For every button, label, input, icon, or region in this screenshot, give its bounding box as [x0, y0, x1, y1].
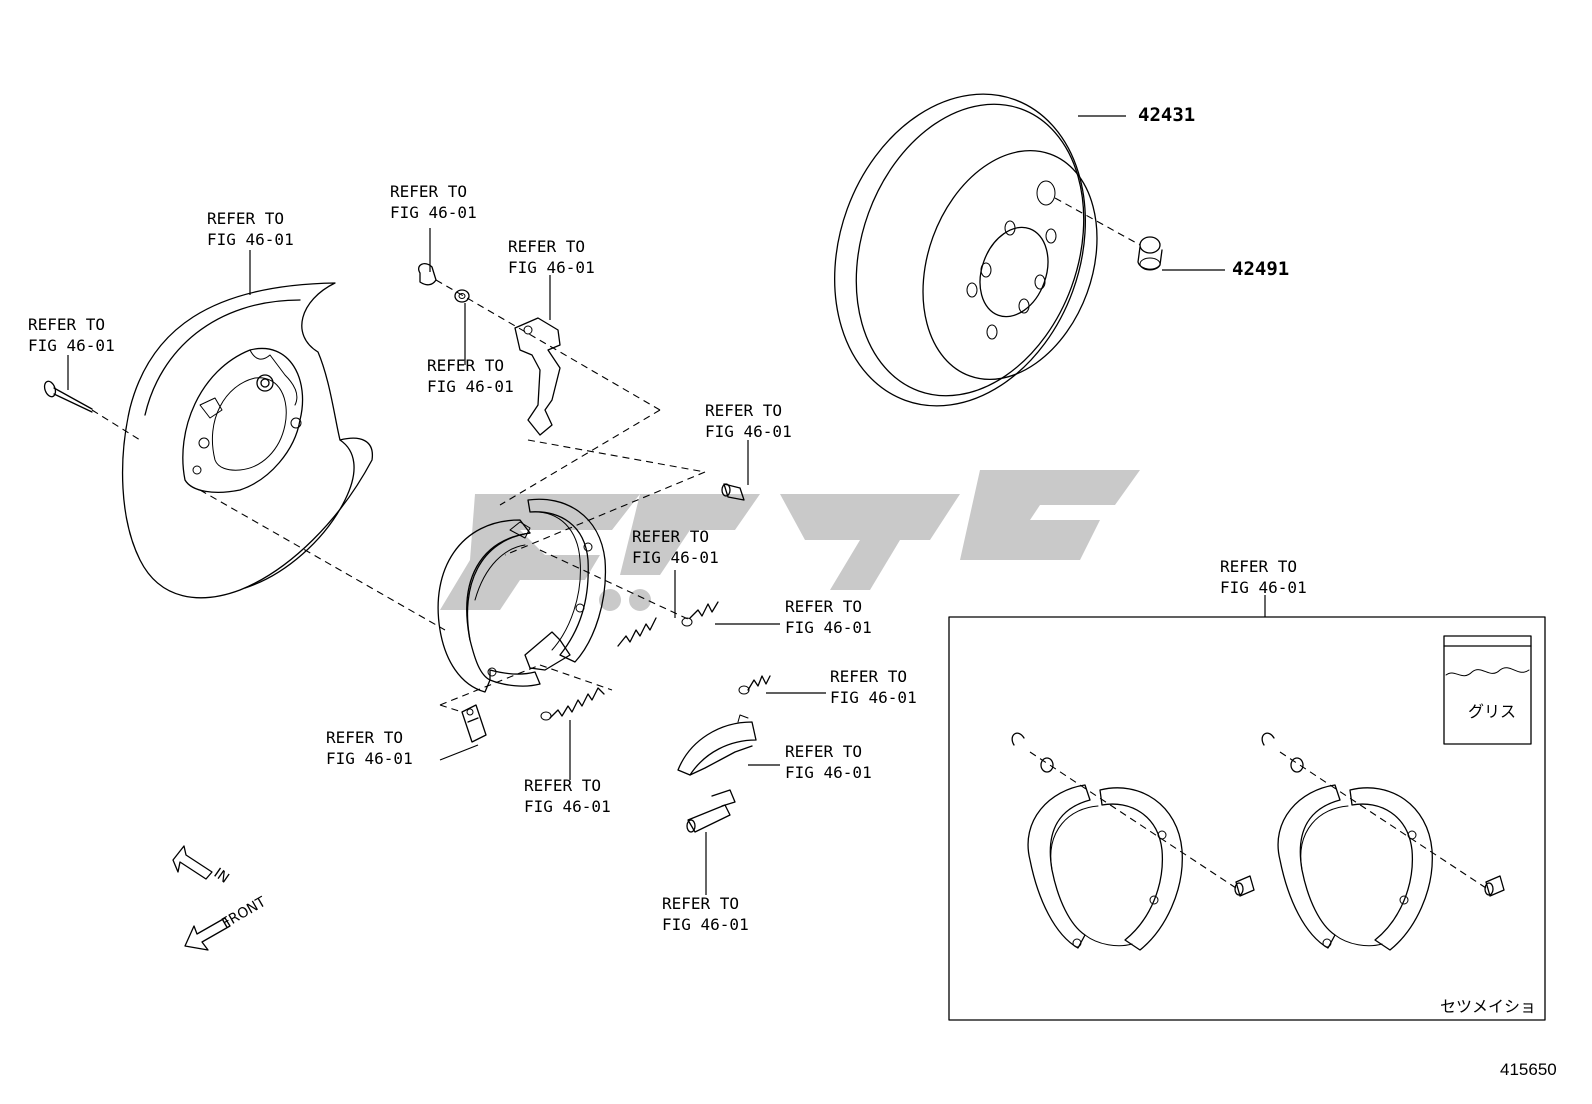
refer-label-washer[interactable]: REFER TO FIG 46-01 [427, 355, 514, 397]
return-spring-lower [540, 687, 605, 721]
refer-line1: REFER TO [785, 742, 863, 761]
parking-lever [418, 263, 561, 436]
refer-line1: REFER TO [390, 182, 468, 201]
refer-line1: REFER TO [524, 776, 602, 795]
return-spring-upper [617, 601, 719, 647]
refer-line2: FIG 46-01 [632, 548, 719, 567]
instruction-note: セツメイショ [1440, 997, 1537, 1016]
refer-line1: REFER TO [830, 667, 908, 686]
grease-label: グリス [1468, 702, 1517, 721]
refer-line2: FIG 46-01 [705, 422, 792, 441]
refer-line2: FIG 46-01 [830, 688, 917, 707]
refer-line2: FIG 46-01 [785, 763, 872, 782]
refer-label-adjuster-spring[interactable]: REFER TO FIG 46-01 [830, 666, 917, 708]
assembly-lines [91, 197, 1141, 713]
part-number-hole-plug[interactable]: 42491 [1232, 258, 1290, 280]
refer-line1: REFER TO [326, 728, 404, 747]
refer-line2: FIG 46-01 [662, 915, 749, 934]
refer-line2: FIG 46-01 [1220, 578, 1307, 597]
refer-line1: REFER TO [1220, 557, 1298, 576]
refer-line2: FIG 46-01 [785, 618, 872, 637]
refer-line2: FIG 46-01 [28, 336, 115, 355]
refer-line2: FIG 46-01 [508, 258, 595, 277]
brake-shoe-set [437, 498, 607, 693]
backing-plate [121, 282, 373, 599]
refer-label-shoe-kit[interactable]: REFER TO FIG 46-01 [1220, 556, 1307, 598]
shoe-kit-box [948, 616, 1546, 1021]
front-arrow [184, 917, 231, 951]
shoe-hold-clip [461, 704, 487, 743]
adjuster-spring [738, 675, 771, 695]
hold-down-pin [43, 380, 93, 413]
hole-plug [1137, 236, 1163, 271]
refer-label-adjuster-screw[interactable]: REFER TO FIG 46-01 [662, 893, 749, 935]
watermark-logo [440, 470, 1140, 611]
refer-line1: REFER TO [427, 356, 505, 375]
refer-line1: REFER TO [508, 237, 586, 256]
illustration-code: 415650 [1500, 1060, 1557, 1079]
adjuster-shoe-plate [677, 714, 757, 776]
refer-label-hold-down-pin[interactable]: REFER TO FIG 46-01 [28, 314, 115, 356]
refer-label-strut-spring[interactable]: REFER TO FIG 46-01 [785, 596, 872, 638]
refer-line1: REFER TO [632, 527, 710, 546]
refer-line2: FIG 46-01 [427, 377, 514, 396]
adjuster-pin [721, 483, 745, 501]
refer-label-backing-plate[interactable]: REFER TO FIG 46-01 [207, 208, 294, 250]
refer-label-adjuster-pin[interactable]: REFER TO FIG 46-01 [705, 400, 792, 442]
part-number-rotor[interactable]: 42431 [1138, 104, 1196, 126]
refer-line1: REFER TO [662, 894, 740, 913]
refer-line2: FIG 46-01 [326, 749, 413, 768]
refer-label-shoe-clip[interactable]: REFER TO FIG 46-01 [326, 727, 413, 769]
refer-label-lower-spring[interactable]: REFER TO FIG 46-01 [524, 775, 611, 817]
refer-label-upper-spring[interactable]: REFER TO FIG 46-01 [632, 526, 719, 568]
refer-label-adjuster-plate[interactable]: REFER TO FIG 46-01 [785, 741, 872, 783]
refer-line2: FIG 46-01 [390, 203, 477, 222]
refer-line1: REFER TO [785, 597, 863, 616]
refer-line1: REFER TO [28, 315, 106, 334]
refer-line2: FIG 46-01 [207, 230, 294, 249]
brake-rotor [834, 93, 1098, 407]
refer-line1: REFER TO [207, 209, 285, 228]
leader-lines [67, 115, 1266, 895]
refer-line1: REFER TO [705, 401, 783, 420]
adjuster-screw [686, 789, 736, 833]
in-arrow [172, 845, 213, 880]
refer-label-clip[interactable]: REFER TO FIG 46-01 [390, 181, 477, 223]
refer-line2: FIG 46-01 [524, 797, 611, 816]
refer-label-parking-lever[interactable]: REFER TO FIG 46-01 [508, 236, 595, 278]
